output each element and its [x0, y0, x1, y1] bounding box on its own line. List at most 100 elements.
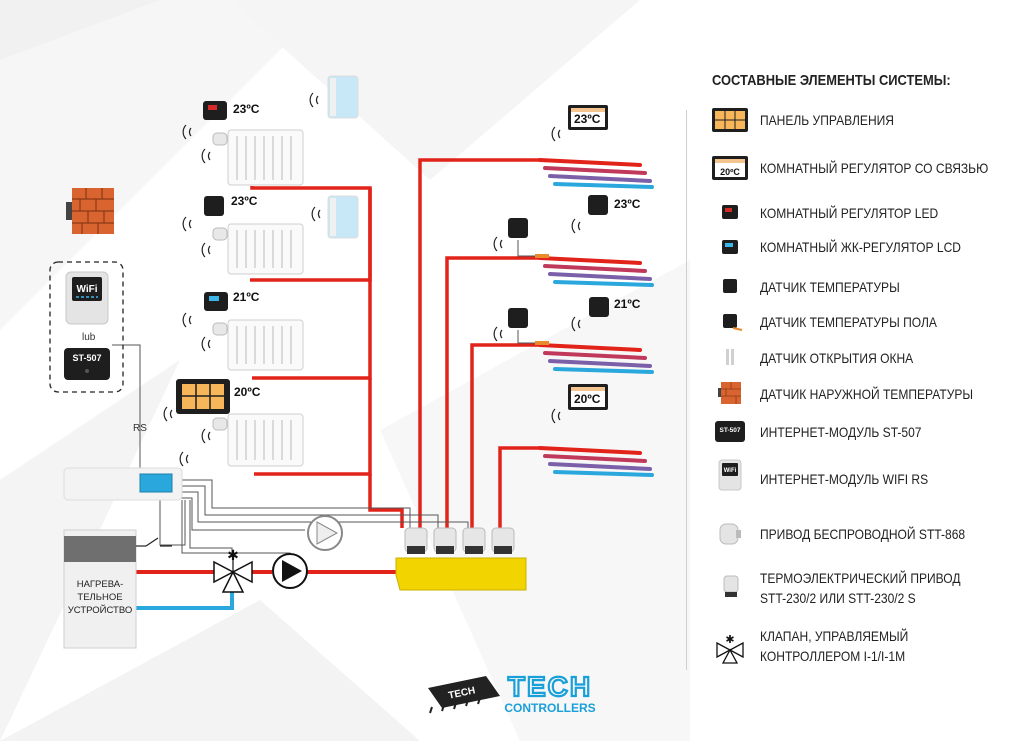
pump-icon	[307, 515, 343, 551]
lcd-regulator-icon	[204, 292, 228, 311]
radiator-temp-label: 20ºC	[234, 385, 261, 399]
thermo-actuator-icon	[491, 527, 515, 554]
legend-item-floor-sensor: ДАТЧИК ТЕМПЕРАТУРЫ ПОЛА	[760, 314, 937, 330]
brand-name: TECH	[508, 671, 592, 702]
floor-temp-label: 23ºC	[614, 197, 641, 211]
thermo-actuator-icon	[433, 527, 457, 554]
radiator-pipes	[250, 186, 404, 528]
led-regulator-icon	[203, 101, 227, 120]
heater: НАГРЕВА- ТЕЛЬНОЕ УСТРОЙСТВО	[63, 529, 137, 649]
st507-module-icon: ST-507	[64, 348, 110, 380]
outdoor-sensor-icon	[66, 188, 114, 234]
radiator	[227, 223, 304, 275]
wireless-actuator-icon	[719, 523, 741, 545]
legend-item-thermo-actuator: ТЕРМОЭЛЕКТРИЧЕСКИЙ ПРИВОД STT-230/2 ИЛИ …	[760, 568, 961, 608]
room-regulator-comm-icon: 20ºC	[712, 156, 748, 180]
manifold	[395, 527, 527, 591]
floor-loop-2	[538, 256, 654, 287]
lcd-regulator-icon	[722, 240, 738, 254]
legend-item-line: STT-230/2 ИЛИ STT-230/2 S	[760, 590, 916, 606]
wifi-module-icon: WiFi	[65, 271, 109, 325]
floor-loop-1	[538, 158, 654, 189]
temp-sensor-icon	[204, 196, 224, 216]
floor-heating-loops	[538, 158, 654, 477]
svg-text:ST-507: ST-507	[720, 427, 741, 434]
svg-text:ТЕЛЬНОЕ: ТЕЛЬНОЕ	[77, 592, 122, 603]
legend-item-st507: ИНТЕРНЕТ-МОДУЛЬ ST-507	[760, 424, 922, 440]
temp-sensor-icon	[588, 195, 608, 215]
legend-title: СОСТАВНЫЕ ЭЛЕМЕНТЫ СИСТЕМЫ:	[712, 72, 951, 89]
temp-sensor-icon	[723, 279, 737, 293]
radiator-temp-label: 23ºC	[233, 102, 260, 116]
rs-label: RS	[133, 423, 147, 434]
main-controller	[63, 467, 183, 501]
floor-temp-label: 23ºC	[574, 112, 601, 126]
legend-item-line: КОНТРОЛЛЕРОМ I-1/I-1M	[760, 648, 906, 664]
legend-item-valve: КЛАПАН, УПРАВЛЯЕМЫЙ КОНТРОЛЛЕРОМ I-1/I-1…	[760, 626, 908, 666]
legend-divider	[686, 110, 687, 670]
floor-sensor-icon	[723, 314, 743, 331]
svg-text:НАГРЕВА-: НАГРЕВА-	[77, 579, 124, 590]
floor-temp-label: 20ºC	[574, 392, 601, 406]
wireless-actuator-icon	[212, 227, 228, 241]
thermo-actuator-icon	[723, 575, 739, 597]
background-shapes	[0, 0, 420, 741]
radiator	[227, 319, 304, 371]
floor-pipes	[418, 158, 540, 528]
floor-temp-label: 21ºC	[614, 297, 641, 311]
chip-icon: TECH	[428, 676, 500, 714]
window-sensor-icon	[726, 349, 734, 365]
led-regulator-icon	[722, 205, 738, 219]
valve-icon: ✱	[716, 633, 744, 664]
pump-icon	[272, 553, 308, 589]
legend-item-control-panel: ПАНЕЛЬ УПРАВЛЕНИЯ	[760, 112, 894, 128]
thermo-actuator-icon	[404, 527, 428, 554]
legend-item-line: ТЕРМОЭЛЕКТРИЧЕСКИЙ ПРИВОД	[760, 570, 961, 586]
control-panel-icon	[176, 379, 230, 414]
legend-item-window-sensor: ДАТЧИК ОТКРЫТИЯ ОКНА	[760, 350, 914, 366]
outdoor-sensor-icon	[718, 382, 741, 404]
lub-label: lub	[82, 332, 96, 343]
window-sensor-icon	[327, 75, 359, 119]
svg-text:20ºC: 20ºC	[720, 167, 740, 177]
wireless-actuator-icon	[212, 132, 228, 146]
legend-icons: 20ºC ST-507	[712, 108, 748, 664]
wifi-module-icon: WiFi	[718, 459, 742, 491]
wireless-signal-icons	[163, 92, 581, 467]
room-regulator-comm-icon	[568, 384, 608, 410]
window-sensor-icon	[327, 195, 359, 239]
legend-item-temp-sensor: ДАТЧИК ТЕМПЕРАТУРЫ	[760, 279, 900, 295]
wireless-actuator-icon	[212, 322, 228, 336]
legend-item-lcd-regulator: КОМНАТНЫЙ ЖК-РЕГУЛЯТОР LCD	[760, 239, 961, 255]
temp-sensor-icon	[589, 297, 609, 317]
brand-sub: CONTROLLERS	[504, 701, 595, 715]
internet-modules-box: WiFi lub ST-507	[49, 261, 124, 393]
main-pipes	[135, 570, 396, 610]
legend-item-line: КЛАПАН, УПРАВЛЯЕМЫЙ	[760, 628, 909, 644]
legend-item-wifi: ИНТЕРНЕТ-МОДУЛЬ WIFI RS	[760, 471, 929, 487]
control-cables	[112, 344, 469, 556]
svg-text:ST-507: ST-507	[72, 353, 101, 363]
svg-text:WiFi: WiFi	[724, 468, 737, 474]
legend-item-outdoor-sensor: ДАТЧИК НАРУЖНОЙ ТЕМПЕРАТУРЫ	[760, 386, 974, 402]
legend-item-wireless-actuator: ПРИВОД БЕСПРОВОДНОЙ STT-868	[760, 526, 966, 542]
svg-text:УСТРОЙСТВО: УСТРОЙСТВО	[68, 604, 133, 616]
floor-sensor-icon	[508, 218, 528, 238]
control-panel-icon	[712, 108, 748, 132]
valve-icon: ✱	[213, 548, 253, 593]
floor-loop-3	[538, 343, 654, 374]
thermo-actuator-icon	[462, 527, 486, 554]
svg-text:✱: ✱	[227, 548, 239, 564]
legend-item-room-regulator-comm: КОМНАТНЫЙ РЕГУЛЯТОР СО СВЯЗЬЮ	[760, 160, 989, 176]
brand-logo: TECH TECH CONTROLLERS	[428, 670, 596, 715]
radiator	[227, 129, 304, 186]
room-regulator-comm-icon	[568, 105, 608, 130]
floor-loop-4	[538, 446, 654, 477]
svg-text:✱: ✱	[725, 633, 734, 646]
st507-module-icon: ST-507	[715, 421, 745, 442]
legend-item-led-regulator: КОМНАТНЫЙ РЕГУЛЯТОР LED	[760, 205, 939, 221]
switch-icon	[136, 537, 172, 547]
radiator-temp-label: 21ºC	[233, 290, 260, 304]
